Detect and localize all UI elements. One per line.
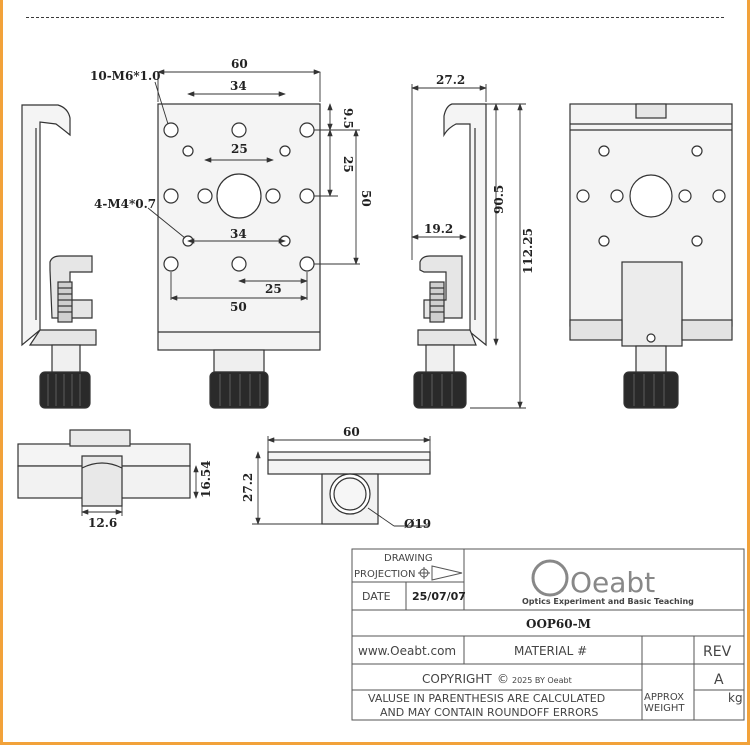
right-side-dimensions [411,84,526,409]
copyright-word: COPYRIGHT [422,672,492,686]
bottom-view [267,451,431,525]
dim-hole-spacing-top: 34 [230,79,247,93]
logo-text: Oeabt [570,566,655,599]
dim-edge-offset: 9.5 [341,108,355,129]
title-block-drawing-label: DRAWING [384,553,433,564]
weight-unit: kg [728,691,743,705]
bottom-left-view [17,429,191,507]
copyright-rest: 2025 BY Oeabt [512,676,572,685]
weight-label-2: WEIGHT [644,703,685,714]
dim-side-lower-offset: 19.2 [424,222,453,236]
dim-bottom-left-width: 12.6 [88,516,117,530]
dim-side-depth: 27.2 [436,73,465,87]
dim-side-height-total: 112.25 [521,228,535,274]
top-dashed-line [26,17,724,18]
note-line-2: AND MAY CONTAIN ROUNDOFF ERRORS [380,706,598,719]
rev-label: REV [703,644,732,660]
logo-subtitle: Optics Experiment and Basic Teaching [522,597,694,606]
dim-vertical-25: 25 [341,156,355,173]
rear-view [569,103,733,409]
left-side-view [21,104,97,409]
front-view-dimensions [147,69,360,301]
dim-bottom-left-height: 16.54 [199,460,213,498]
dim-hole-spacing-lower: 34 [230,227,247,241]
rev-value: A [714,672,724,688]
bottom-left-dimensions [81,465,199,516]
right-side-view [413,103,487,409]
part-number: OOP60-M [526,617,591,631]
callout-m4-holes: 4-M4*0.7 [94,197,156,211]
dim-vertical-50: 50 [359,190,373,207]
dim-hole-spacing-bottom: 50 [230,300,247,314]
dim-hole-spacing-bottom-right: 25 [265,282,282,296]
title-block-date-value: 25/07/07 [412,590,466,603]
dim-hole-spacing-mid: 25 [231,142,248,156]
dim-bottom-height: 27.2 [241,473,255,502]
title-block-projection-label: PROJECTION [354,569,416,580]
website: www.Oeabt.com [358,644,456,658]
front-view [157,103,321,409]
callout-m6-holes: 10-M6*1.0 [90,69,160,83]
weight-label-1: APPROX [644,692,684,703]
title-block [351,548,745,721]
dim-bottom-diameter: Ø19 [404,517,431,531]
bottom-view-dimensions [252,436,431,527]
dim-bottom-width: 60 [343,425,360,439]
material-label: MATERIAL # [514,644,587,658]
dim-side-height-inner: 90.5 [492,185,506,214]
dim-front-width: 60 [231,57,248,71]
note-line-1: VALUSE IN PARENTHESIS ARE CALCULATED [368,692,605,705]
title-block-date-label: DATE [362,590,391,603]
copyright-symbol: © [497,672,509,686]
